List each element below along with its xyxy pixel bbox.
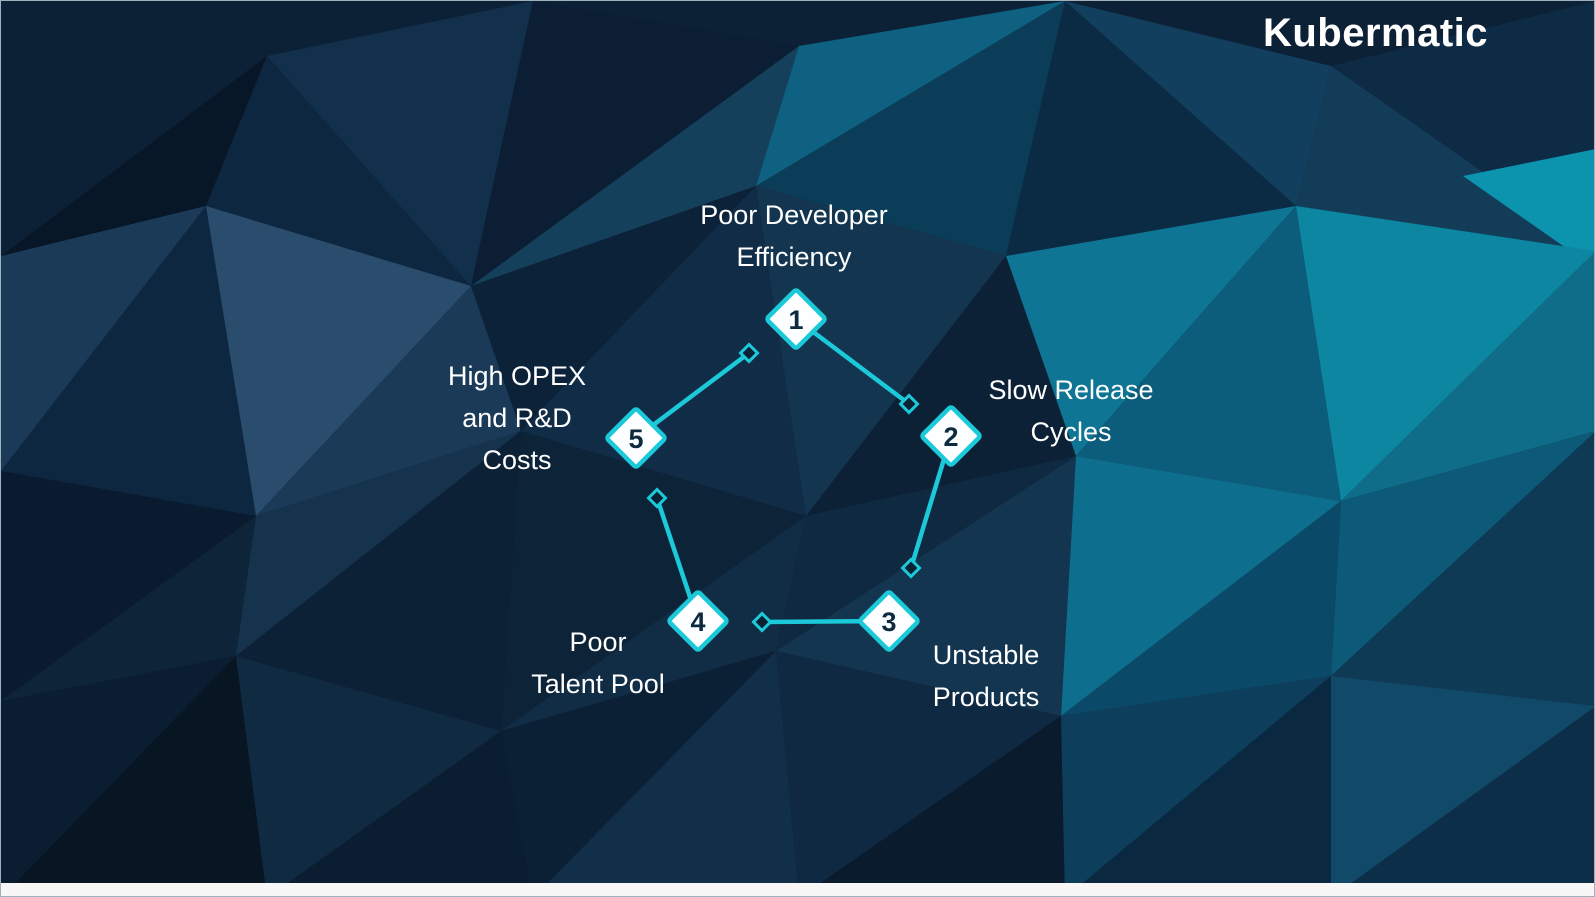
end-marker-near-node-5 — [646, 487, 668, 509]
node-label-slow-release-cycles: Slow Release Cycles — [988, 375, 1154, 447]
node-4-number: 4 — [690, 607, 705, 637]
slide-bottom-strip — [1, 883, 1594, 896]
node-label-unstable-products: Unstable Products — [932, 640, 1040, 712]
connector-end-markers — [646, 342, 922, 633]
connector-1-2 — [793, 316, 912, 407]
node-5-diamond — [605, 407, 667, 469]
connector-5-1 — [633, 350, 752, 441]
node-2-number: 2 — [943, 422, 958, 452]
cycle-nodes: 1 2 3 4 5 — [605, 288, 982, 652]
end-marker-near-node-4 — [751, 611, 773, 633]
brand-logo: Kubermatic — [1262, 11, 1488, 55]
end-marker-near-node-2 — [898, 393, 920, 415]
node-1-diamond — [765, 288, 827, 350]
node-4-diamond — [667, 590, 729, 652]
node-label-high-opex-rd-costs: High OPEX and R&D Costs — [447, 361, 587, 475]
end-marker-near-node-1 — [738, 342, 760, 364]
node-2-diamond — [920, 405, 982, 467]
node-label-poor-talent-pool: Poor Talent Pool — [531, 627, 665, 699]
node-label-poor-developer-efficiency: Poor Developer Efficiency — [700, 200, 888, 272]
node-3-diamond — [858, 590, 920, 652]
node-1-number: 1 — [788, 305, 803, 335]
end-marker-near-node-3 — [900, 557, 922, 579]
node-5-number: 5 — [628, 424, 643, 454]
node-3-number: 3 — [881, 607, 896, 637]
